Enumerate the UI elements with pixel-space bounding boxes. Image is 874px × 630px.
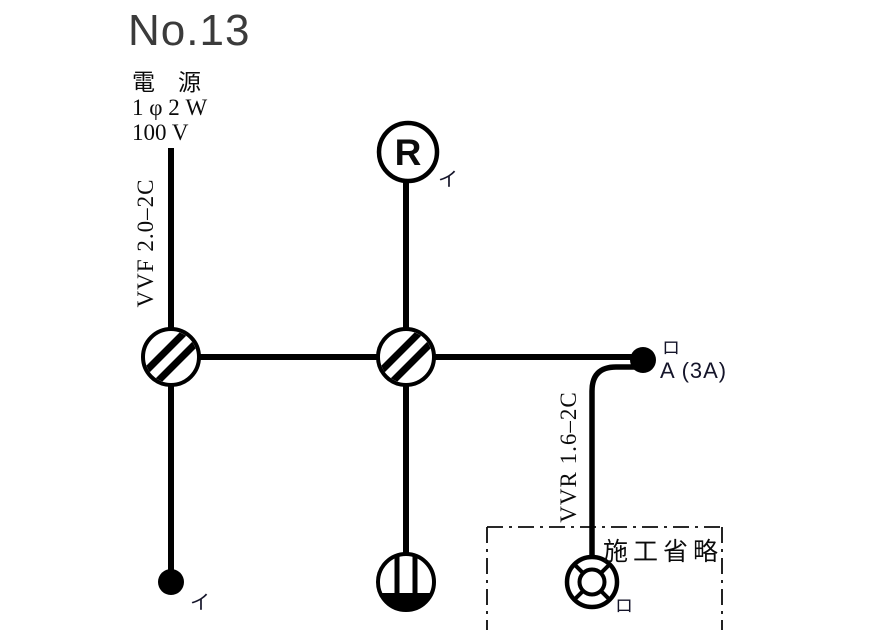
outdoor-light-circuit-label: ロ bbox=[615, 596, 633, 616]
automatic-switch-rating: A (3A) bbox=[660, 358, 728, 383]
cable-label-vvf: VVF 2.0–2C bbox=[133, 178, 158, 308]
page-title: No.13 bbox=[128, 6, 251, 55]
junction-box-left-icon bbox=[141, 327, 201, 387]
outdoor-light-icon bbox=[564, 554, 620, 610]
switch-circuit-label: イ bbox=[190, 592, 210, 614]
switch-icon bbox=[158, 569, 184, 595]
power-source-voltage: 100 V bbox=[132, 120, 189, 145]
ceiling-rosette-icon bbox=[376, 552, 436, 612]
lamp-receptacle-icon: R bbox=[376, 120, 440, 184]
lamp-receptacle-circuit-label: イ bbox=[438, 169, 458, 191]
automatic-switch-circuit-label: ロ bbox=[662, 338, 680, 358]
power-source-name: 電 源 bbox=[132, 70, 201, 95]
power-source-spec: 電 源 1 φ 2 W 100 V bbox=[132, 70, 207, 145]
cable-label-vvr: VVR 1.6–2C bbox=[556, 391, 581, 523]
automatic-switch-icon bbox=[630, 347, 656, 373]
power-source-phase: 1 φ 2 W bbox=[132, 95, 208, 120]
lamp-receptacle-letter: R bbox=[395, 132, 422, 173]
junction-box-center-icon bbox=[376, 327, 436, 387]
vvr-elbow-wire bbox=[589, 364, 640, 558]
construction-omitted-boundary bbox=[486, 526, 723, 630]
construction-omitted-label: 施工省略 bbox=[603, 539, 724, 566]
